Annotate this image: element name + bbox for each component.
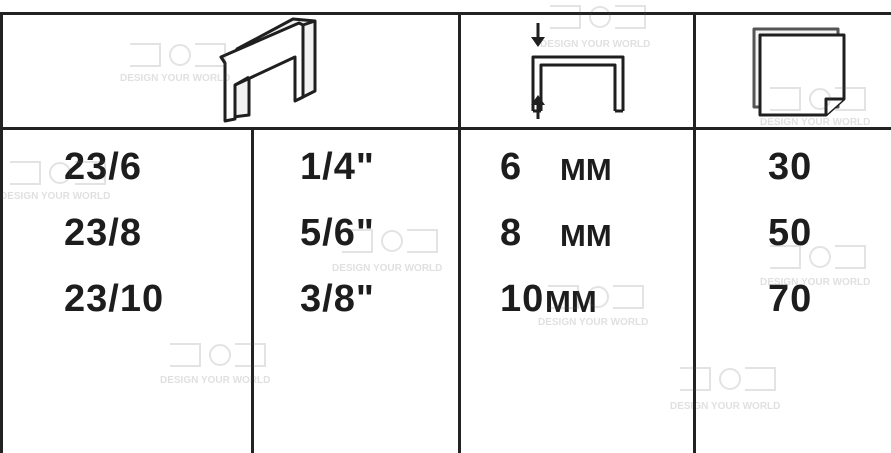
header-cell-staple	[3, 15, 458, 127]
staple-type-cell: 23/8	[64, 212, 142, 254]
watermark: DESIGN YOUR WORLD	[670, 364, 800, 412]
watermark-text: DESIGN YOUR WORLD	[332, 263, 443, 274]
watermark-logo-icon	[680, 367, 776, 391]
table-left-border	[0, 12, 3, 453]
paper-sheet-icon	[752, 27, 846, 117]
mm-value-cell: 10	[500, 278, 545, 320]
mm-unit-cell: MM	[545, 284, 597, 319]
column-divider-2	[458, 12, 461, 453]
header-separator	[0, 127, 891, 130]
mm-unit-cell: MM	[560, 152, 612, 187]
header-cell-sheets	[696, 15, 891, 127]
table-top-border	[0, 12, 891, 15]
staple-type-cell: 23/10	[64, 278, 165, 320]
staple-icon	[219, 17, 317, 123]
inch-size-cell: 5/6"	[300, 212, 375, 254]
quantity-cell: 30	[768, 146, 813, 188]
mm-unit-cell: MM	[560, 218, 612, 253]
watermark: DESIGN YOUR WORLD	[160, 340, 290, 386]
column-divider-1	[251, 128, 254, 453]
quantity-cell: 70	[768, 278, 813, 320]
staple-height-icon	[531, 23, 625, 119]
inch-size-cell: 1/4"	[300, 146, 375, 188]
watermark-text: DESIGN YOUR WORLD	[0, 191, 111, 202]
header-cell-height	[461, 15, 693, 127]
mm-value-cell: 6	[500, 146, 523, 188]
watermark-text: DESIGN YOUR WORLD	[670, 401, 781, 412]
inch-size-cell: 3/8"	[300, 278, 375, 320]
staple-type-cell: 23/6	[64, 146, 142, 188]
quantity-cell: 50	[768, 212, 813, 254]
column-divider-3	[693, 12, 696, 453]
mm-value-cell: 8	[500, 212, 523, 254]
